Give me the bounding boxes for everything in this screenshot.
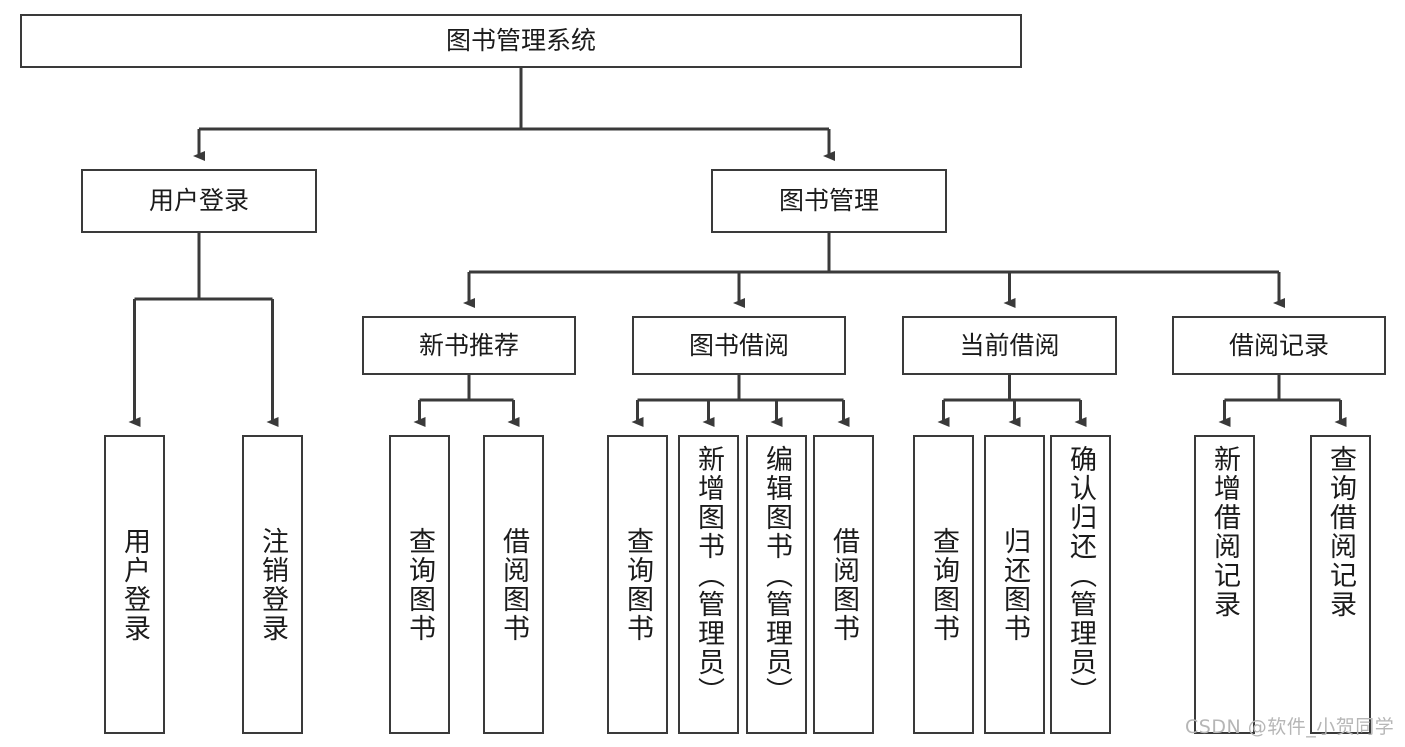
node-label: 当前借阅 (959, 330, 1060, 360)
node-label: 用户登录 (119, 526, 150, 643)
node-label: 图书管理系统 (445, 26, 596, 56)
node-label: 用户登录 (148, 186, 249, 216)
node-label: 查询借阅记录 (1325, 445, 1356, 619)
node-cb-confirm-return[interactable]: 确认归还（管理员） (1050, 435, 1111, 734)
node-book-borrow[interactable]: 图书借阅 (632, 316, 846, 375)
node-user-login-leaf[interactable]: 用户登录 (104, 435, 165, 734)
node-label: 查询图书 (404, 526, 435, 643)
node-new-book-recommend[interactable]: 新书推荐 (362, 316, 576, 375)
node-nb-borrow-book[interactable]: 借阅图书 (483, 435, 544, 734)
node-bb-query-book[interactable]: 查询图书 (607, 435, 668, 734)
node-root[interactable]: 图书管理系统 (20, 14, 1022, 68)
node-borrow-record[interactable]: 借阅记录 (1172, 316, 1386, 375)
node-label: 新增借阅记录 (1209, 445, 1240, 619)
node-label: 借阅图书 (828, 526, 859, 643)
node-label: 编辑图书（管理员） (761, 445, 792, 706)
node-label: 借阅记录 (1228, 330, 1329, 360)
node-nb-query-book[interactable]: 查询图书 (389, 435, 450, 734)
node-label: 归还图书 (999, 526, 1030, 643)
node-br-query-record[interactable]: 查询借阅记录 (1310, 435, 1371, 734)
node-user-login[interactable]: 用户登录 (81, 169, 317, 233)
node-cb-return-book[interactable]: 归还图书 (984, 435, 1045, 734)
node-br-add-record[interactable]: 新增借阅记录 (1194, 435, 1255, 734)
watermark-text: CSDN @软件_小贺同学 (1185, 716, 1395, 738)
node-bb-add-book[interactable]: 新增图书（管理员） (678, 435, 739, 734)
node-label: 注销登录 (257, 526, 288, 643)
node-bb-borrow-book[interactable]: 借阅图书 (813, 435, 874, 734)
node-bb-edit-book[interactable]: 编辑图书（管理员） (746, 435, 807, 734)
node-label: 新书推荐 (418, 330, 519, 360)
node-label: 图书管理 (778, 186, 879, 216)
node-cb-query-book[interactable]: 查询图书 (913, 435, 974, 734)
node-current-borrow[interactable]: 当前借阅 (902, 316, 1117, 375)
node-label: 查询图书 (622, 526, 653, 643)
node-label: 图书借阅 (688, 330, 789, 360)
node-book-manage[interactable]: 图书管理 (711, 169, 947, 233)
node-label: 确认归还（管理员） (1065, 445, 1096, 706)
node-label: 新增图书（管理员） (693, 445, 724, 706)
node-label: 借阅图书 (498, 526, 529, 643)
node-user-logout-leaf[interactable]: 注销登录 (242, 435, 303, 734)
node-label: 查询图书 (928, 526, 959, 643)
